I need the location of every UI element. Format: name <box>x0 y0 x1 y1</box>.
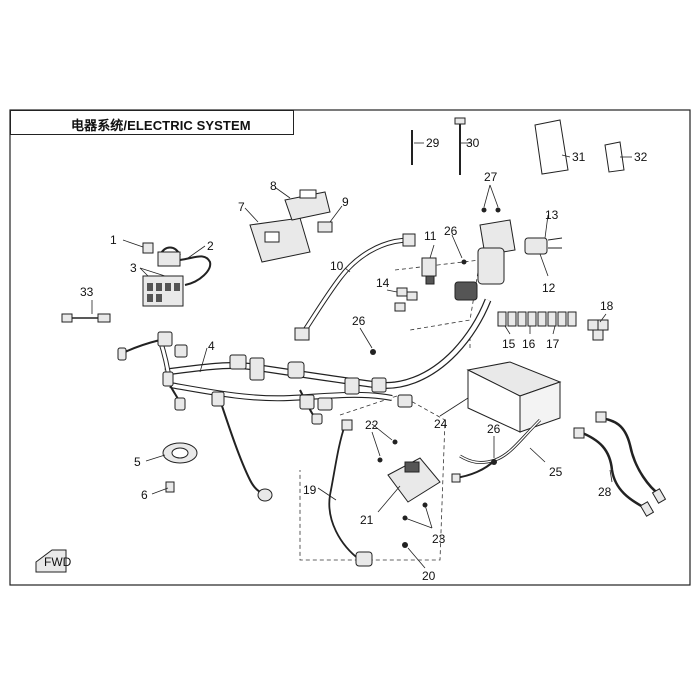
fasteners <box>370 349 497 548</box>
callout-5: 5 <box>134 455 141 469</box>
decal-sheets <box>534 119 625 175</box>
callout-26-c: 26 <box>487 422 501 436</box>
harness-connectors <box>117 331 413 502</box>
callout-32: 32 <box>634 150 648 164</box>
forward-arrow: FWD <box>35 549 72 573</box>
sensor-lead-33 <box>61 313 111 323</box>
harness-lead-10 <box>294 233 416 341</box>
callout-17: 17 <box>546 337 560 351</box>
callout-2: 2 <box>207 239 214 253</box>
callout-13: 13 <box>545 208 559 222</box>
callout-24: 24 <box>434 417 448 431</box>
callout-9: 9 <box>342 195 349 209</box>
callout-27: 27 <box>484 170 498 184</box>
callout-31: 31 <box>572 150 586 164</box>
capacitor-unit <box>454 247 505 301</box>
callout-11: 11 <box>424 229 437 243</box>
callout-15: 15 <box>502 337 516 351</box>
callout-8: 8 <box>270 179 277 193</box>
callout-26-a: 26 <box>444 224 458 238</box>
callout-22: 22 <box>365 418 379 432</box>
callout-29: 29 <box>426 136 440 150</box>
leader-lines <box>91 142 632 569</box>
callout-21: 21 <box>360 513 374 527</box>
relays-18 <box>587 319 609 341</box>
battery-box-24 <box>466 361 562 433</box>
callout-30: 30 <box>466 136 480 150</box>
callout-14: 14 <box>376 276 390 290</box>
callout-28: 28 <box>598 485 612 499</box>
sensor-harness-19 <box>328 419 373 567</box>
ecu-21 <box>377 439 441 521</box>
callout-7: 7 <box>238 200 245 214</box>
callout-3: 3 <box>130 261 137 275</box>
starter-relay-assembly <box>479 207 563 256</box>
callout-6: 6 <box>141 488 148 502</box>
ecu-bracket-assembly <box>249 189 333 263</box>
callout-20: 20 <box>422 569 436 583</box>
callout-26-b: 26 <box>352 314 366 328</box>
fuses-14 <box>394 287 418 312</box>
callout-labels: 1 2 3 4 5 6 7 8 9 10 11 12 13 14 15 16 1… <box>80 136 648 583</box>
callout-16: 16 <box>522 337 536 351</box>
callout-4: 4 <box>208 339 215 353</box>
callout-25: 25 <box>549 465 563 479</box>
oxygen-sensors-28 <box>573 411 667 517</box>
title-box: 电器系统/ELECTRIC SYSTEM <box>10 110 294 135</box>
callout-18: 18 <box>600 299 614 313</box>
relay-block-assembly <box>142 242 212 307</box>
callout-1: 1 <box>110 233 117 247</box>
callout-12: 12 <box>542 281 556 295</box>
callout-10: 10 <box>330 259 344 273</box>
callout-33: 33 <box>80 285 94 299</box>
outer-frame <box>9 109 691 586</box>
cable-ties <box>411 117 466 175</box>
diagram-title: 电器系统/ELECTRIC SYSTEM <box>71 118 251 133</box>
callout-19: 19 <box>303 483 317 497</box>
fwd-marker-text: FWD <box>44 555 72 569</box>
callout-23: 23 <box>432 532 446 546</box>
switch-11 <box>421 257 437 285</box>
horn-5 <box>162 442 198 493</box>
fuse-row-15-16-17 <box>497 311 577 327</box>
